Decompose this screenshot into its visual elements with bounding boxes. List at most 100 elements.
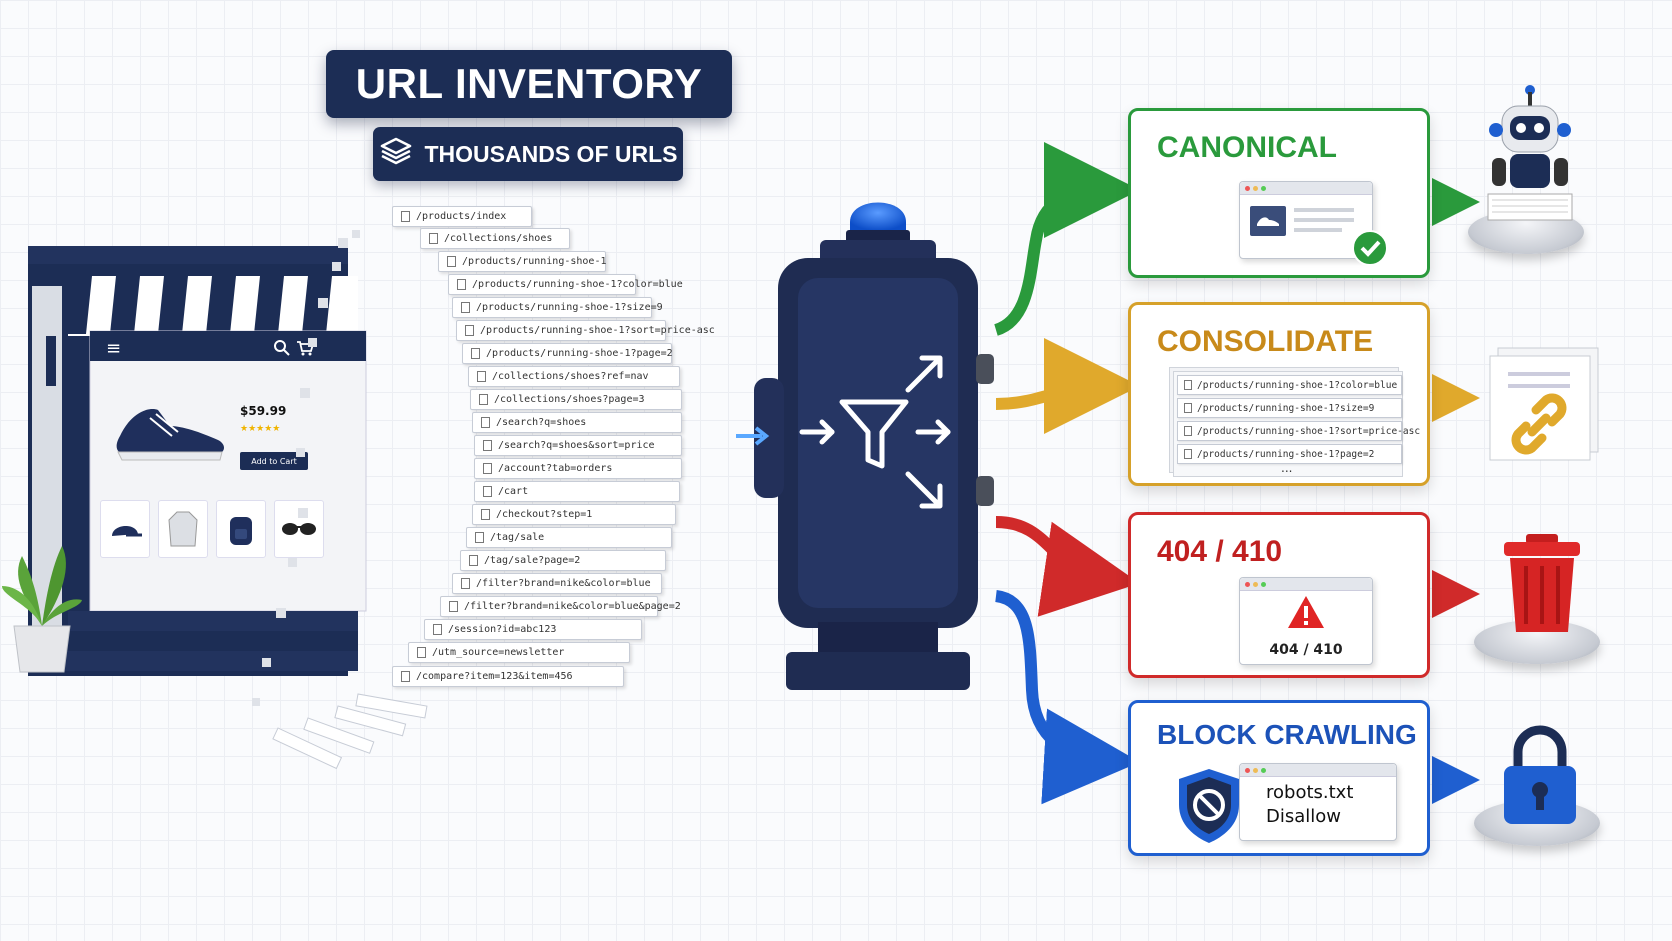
url-text: /filter?brand=nike&color=blue — [476, 578, 651, 589]
url-row[interactable]: /products/running-shoe-1?page=2 — [462, 343, 673, 364]
filter-machine — [736, 192, 1008, 742]
url-row[interactable]: /collections/shoes?ref=nav — [468, 366, 680, 387]
url-text: /products/running-shoe-1 — [462, 256, 607, 267]
url-text: /products/running-shoe-1?size=9 — [1197, 402, 1375, 414]
url-row[interactable]: /products/running-shoe-1?color=blue — [448, 274, 683, 295]
page-title: URL INVENTORY — [326, 50, 732, 118]
layers-icon — [379, 136, 413, 172]
url-text: /search?q=shoes — [496, 417, 587, 428]
add-to-cart-button[interactable]: Add to Cart — [240, 452, 308, 470]
url-text: /products/running-shoe-1?page=2 — [486, 348, 673, 359]
robots-window: robots.txt Disallow — [1239, 763, 1397, 841]
link-icon — [1486, 344, 1616, 468]
trash-icon — [1496, 530, 1588, 640]
url-row[interactable]: /tag/sale — [466, 527, 672, 548]
warning-icon — [1286, 594, 1326, 634]
url-row[interactable]: /filter?brand=nike&color=blue — [452, 573, 662, 594]
connector-block — [994, 590, 1140, 805]
url-row[interactable]: /checkout?step=1 — [472, 504, 676, 525]
search-icon[interactable] — [274, 340, 290, 360]
url-row[interactable]: /collections/shoes — [420, 228, 570, 249]
document-icon — [417, 647, 426, 658]
document-icon — [483, 440, 492, 451]
document-icon — [461, 578, 470, 589]
product-price: $59.99 — [240, 404, 287, 418]
outcome-card-consolidate[interactable]: CONSOLIDATE /products/running-shoe-1?col… — [1128, 302, 1430, 486]
connector-404 — [995, 516, 1140, 617]
document-icon — [433, 624, 442, 635]
consolidate-url-row[interactable]: /products/running-shoe-1?page=2 — [1177, 444, 1402, 464]
outcome-card-canonical[interactable]: CANONICAL — [1128, 108, 1430, 278]
url-text: /session?id=abc123 — [448, 624, 557, 635]
document-icon — [477, 371, 486, 382]
product-shoe-image — [110, 396, 230, 470]
url-row[interactable]: /products/running-shoe-1?size=9 — [452, 297, 663, 318]
url-row[interactable]: /tag/sale?page=2 — [460, 550, 666, 571]
connector-canonical — [993, 142, 1140, 336]
url-row[interactable]: /account?tab=orders — [474, 458, 682, 479]
outcome-card-404[interactable]: 404 / 410 404 / 410 — [1128, 512, 1430, 678]
url-row[interactable]: /utm_source=newsletter — [408, 642, 630, 663]
error-window-label: 404 / 410 — [1269, 642, 1343, 658]
rating-stars: ★★★★★ — [240, 424, 281, 434]
document-icon — [481, 417, 490, 428]
url-row[interactable]: /filter?brand=nike&color=blue&page=2 — [440, 596, 681, 617]
document-icon — [475, 532, 484, 543]
url-text: /cart — [498, 486, 529, 497]
url-row[interactable]: /session?id=abc123 — [424, 619, 642, 640]
url-text: /products/index — [416, 211, 507, 222]
url-text: /tag/sale?page=2 — [484, 555, 581, 566]
url-text: /compare?item=123&item=456 — [416, 671, 573, 682]
input-arrow-icon — [734, 424, 774, 452]
consolidate-url-row[interactable]: /products/running-shoe-1?sort=price-asc — [1177, 421, 1420, 441]
robots-line-2: Disallow — [1266, 806, 1342, 827]
url-row[interactable]: /cart — [474, 481, 680, 502]
url-row[interactable]: /compare?item=123&item=456 — [392, 666, 624, 687]
document-icon — [429, 233, 438, 244]
document-icon — [1184, 426, 1192, 436]
thumb-hoodie[interactable] — [158, 500, 208, 558]
url-cascade-shadow — [248, 208, 688, 778]
check-icon — [1351, 229, 1389, 271]
url-row[interactable]: /search?q=shoes — [472, 412, 682, 433]
document-icon — [483, 463, 492, 474]
url-row[interactable]: /products/index — [392, 206, 532, 227]
url-row[interactable]: /collections/shoes?page=3 — [470, 389, 682, 410]
connector-consolidate — [995, 338, 1140, 435]
document-icon — [483, 486, 492, 497]
document-icon — [1184, 380, 1192, 390]
url-text: /products/running-shoe-1?size=9 — [476, 302, 663, 313]
consolidate-url-row[interactable]: /products/running-shoe-1?size=9 — [1177, 398, 1402, 418]
url-text: /products/running-shoe-1?sort=price-asc — [1197, 425, 1421, 437]
card-title: 404 / 410 — [1157, 535, 1283, 568]
plant-icon — [2, 516, 82, 680]
page-subtitle-text: THOUSANDS OF URLS — [424, 140, 678, 167]
consolidate-ellipsis: ... — [1281, 461, 1293, 475]
page-subtitle: THOUSANDS OF URLS — [373, 127, 683, 181]
url-text: /collections/shoes?ref=nav — [492, 371, 649, 382]
url-text: /tag/sale — [490, 532, 545, 543]
url-row[interactable]: /products/running-shoe-1 — [438, 251, 607, 272]
document-icon — [1184, 403, 1192, 413]
url-text: /utm_source=newsletter — [432, 647, 565, 658]
outcome-card-block-crawling[interactable]: BLOCK CRAWLING robots.txt Disallow — [1128, 700, 1430, 856]
filter-funnel-icon — [798, 328, 958, 532]
url-text: /products/running-shoe-1?color=blue — [472, 279, 683, 290]
document-icon — [465, 325, 474, 336]
robot-icon — [1484, 84, 1576, 238]
robots-line-1: robots.txt — [1266, 782, 1354, 803]
canonical-page-window — [1239, 181, 1373, 259]
url-text: /filter?brand=nike&color=blue&page=2 — [464, 601, 681, 612]
card-title: CONSOLIDATE — [1157, 325, 1374, 358]
thumb-backpack[interactable] — [216, 500, 266, 558]
url-row[interactable]: /search?q=shoes&sort=price — [474, 435, 682, 456]
thumb-cap[interactable] — [100, 500, 150, 558]
url-row[interactable]: /products/running-shoe-1?sort=price-asc — [456, 320, 715, 341]
url-text: /products/running-shoe-1?color=blue — [1197, 379, 1398, 391]
shoe-thumbnail-icon — [1250, 206, 1286, 236]
consolidate-url-row[interactable]: /products/running-shoe-1?color=blue — [1177, 375, 1402, 395]
menu-icon[interactable]: ≡ — [106, 338, 122, 359]
document-icon — [469, 555, 478, 566]
document-icon — [401, 211, 410, 222]
card-title: CANONICAL — [1157, 131, 1337, 164]
